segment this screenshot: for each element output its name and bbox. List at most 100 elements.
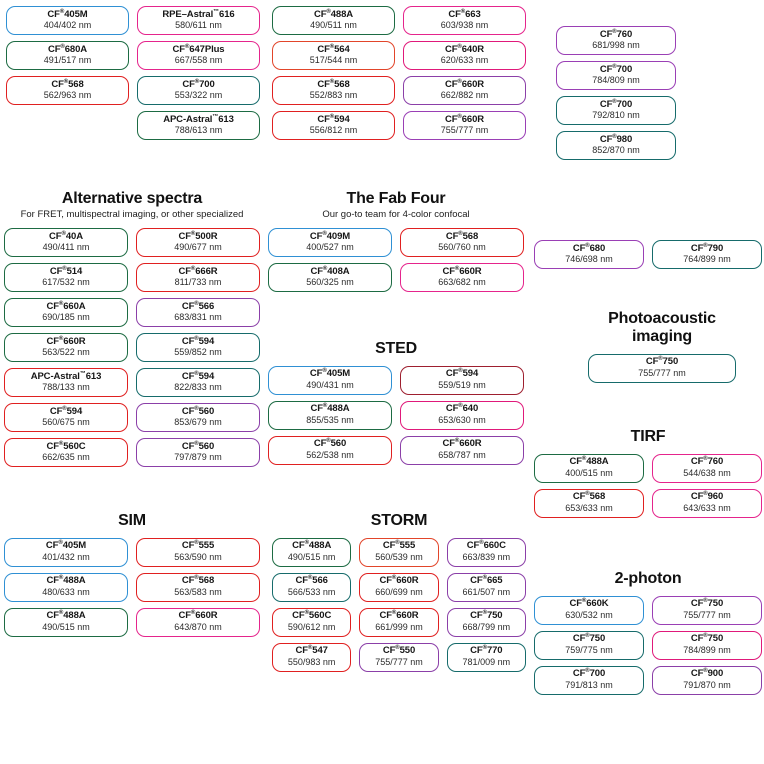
- dye-name: CF®660R: [46, 335, 86, 347]
- dye-spectra: 517/544 nm: [309, 54, 358, 65]
- dye-spectra: 811/733 nm: [174, 277, 222, 288]
- trademark-superscript: ®: [585, 668, 590, 675]
- dye-spectra: 490/411 nm: [42, 242, 90, 253]
- trademark-superscript: ®: [194, 405, 199, 412]
- trademark-superscript: ®: [482, 645, 487, 652]
- dye-spectra: 552/883 nm: [309, 89, 358, 100]
- trademark-superscript: ®: [391, 575, 397, 582]
- dye-spectra: 480/633 nm: [42, 586, 90, 597]
- trademark-superscript: ®: [322, 368, 327, 375]
- dye-spectra: 643/633 nm: [683, 502, 731, 513]
- dye-spectra: 630/532 nm: [565, 609, 613, 620]
- dye-name: CF®555: [181, 540, 215, 552]
- trademark-superscript: ®: [194, 540, 199, 547]
- dye-name: CF®770: [470, 645, 503, 657]
- dye-name: CF®660A: [46, 300, 86, 312]
- dye-name: CF®488A: [292, 540, 332, 552]
- trademark-superscript: ®: [329, 78, 335, 85]
- trademark-superscript: ®: [194, 335, 199, 342]
- dye-spectra: 643/870 nm: [174, 621, 222, 632]
- dye-name: CF®405M: [47, 8, 88, 20]
- trademark-superscript: ®: [326, 438, 331, 445]
- trademark-superscript: ®: [457, 78, 462, 85]
